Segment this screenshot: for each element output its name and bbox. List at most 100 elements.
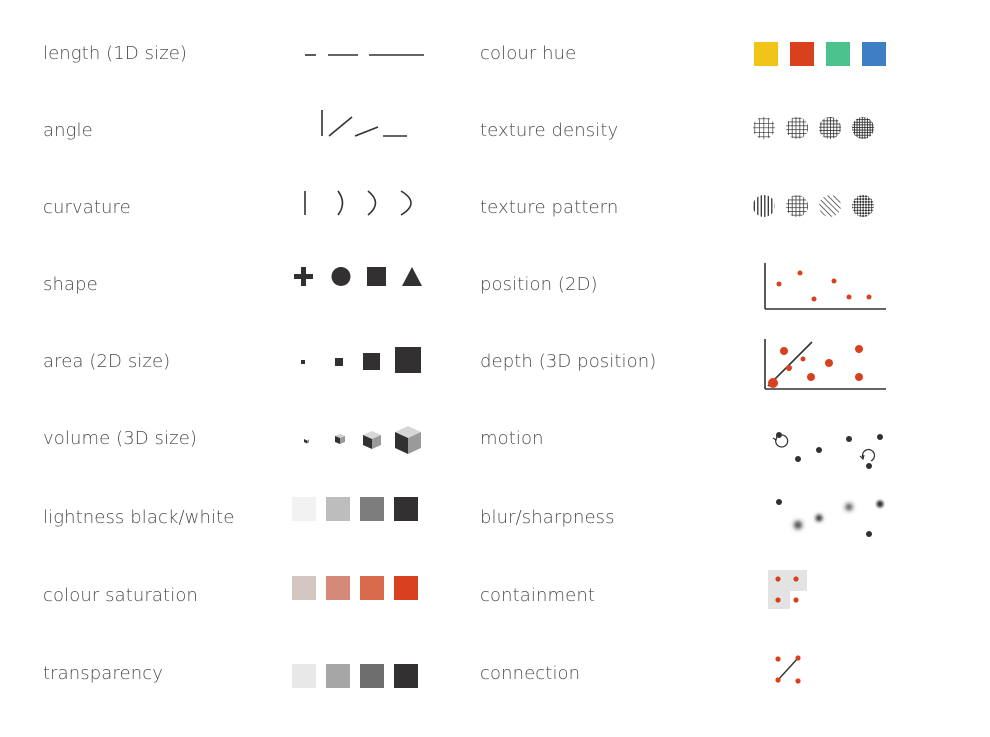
square-shape <box>367 267 386 286</box>
texture-density-circle-2 <box>786 117 808 139</box>
lightness-square-4 <box>394 497 418 521</box>
connection-line <box>777 657 799 681</box>
position-dot <box>811 296 817 302</box>
texture-density-circle-4 <box>852 117 874 139</box>
hue-square-red <box>790 42 814 66</box>
curve-slight <box>337 190 344 216</box>
depth-dot <box>786 365 792 371</box>
motion-dots-icon <box>772 432 883 469</box>
depth-3d-plot-icon <box>764 339 886 390</box>
motion-rotate-arrow-icon <box>775 434 789 448</box>
texture-pattern-grid <box>786 195 808 217</box>
containment-region <box>768 570 807 609</box>
motion-dot <box>795 456 801 462</box>
depth-dot <box>855 345 863 353</box>
hue-squares-icon <box>754 42 886 66</box>
texture-density-circle-3 <box>819 117 841 139</box>
area-square-s <box>335 358 343 366</box>
saturation-squares-icon <box>292 576 418 600</box>
containment-dot <box>793 576 799 582</box>
texture-pattern-diagonal <box>819 195 841 217</box>
connection-dot <box>795 655 801 661</box>
blur-dot-blurred <box>876 500 884 508</box>
connection-dot <box>795 678 801 684</box>
position-dot <box>776 281 782 287</box>
label-containment: containment <box>480 585 595 606</box>
position-dot <box>866 294 872 300</box>
length-lines-icon <box>305 54 424 56</box>
texture-pattern-checker <box>852 195 874 217</box>
angle-lines-icon <box>321 110 407 137</box>
label-volume: volume (3D size) <box>43 428 197 449</box>
label-length: length (1D size) <box>43 43 188 64</box>
shape-symbols-icon <box>294 267 422 286</box>
motion-dot <box>776 432 782 438</box>
transparency-square-1 <box>292 664 316 688</box>
lightness-square-1 <box>292 497 316 521</box>
circle-shape <box>331 267 351 286</box>
position-2d-plot-icon <box>764 263 886 310</box>
motion-dot <box>866 463 872 469</box>
transparency-square-4 <box>394 664 418 688</box>
area-square-l <box>395 347 421 373</box>
depth-dot <box>855 373 863 381</box>
plus-shape <box>294 267 313 286</box>
position-dot <box>846 294 852 300</box>
angle-line-steep <box>328 116 353 137</box>
blur-dot-blurred <box>794 521 802 529</box>
position-dot <box>797 270 803 276</box>
blur-dot-sharp <box>776 499 782 505</box>
curve-strong <box>400 190 412 216</box>
label-curvature: curvature <box>43 197 131 218</box>
texture-density-circle-1 <box>753 117 775 139</box>
position-dot <box>831 278 837 284</box>
area-square-m <box>363 353 380 370</box>
connection-dots-icon <box>775 655 801 684</box>
area-squares-icon <box>301 347 421 373</box>
depth-dot <box>800 356 806 362</box>
saturation-square-1 <box>292 576 316 600</box>
connection-dot <box>775 656 781 662</box>
containment-box-icon <box>768 570 807 609</box>
curvature-arcs-icon <box>304 190 412 216</box>
label-connection: connection <box>480 663 581 684</box>
connection-dot <box>775 677 781 683</box>
angle-line-shallow <box>354 126 379 137</box>
curve-medium <box>367 190 377 216</box>
transparency-square-3 <box>360 664 384 688</box>
containment-dot <box>775 597 781 603</box>
label-transparency: transparency <box>43 663 163 684</box>
saturation-square-4 <box>394 576 418 600</box>
depth-dot <box>768 378 778 388</box>
motion-rotate-arrow-icon <box>861 448 876 462</box>
blur-dot-blurred <box>815 514 823 522</box>
hue-square-green <box>826 42 850 66</box>
label-texture-pattern: texture pattern <box>480 197 619 218</box>
saturation-square-3 <box>360 576 384 600</box>
label-angle: angle <box>43 120 93 141</box>
transparency-square-2 <box>326 664 350 688</box>
blur-dots-icon <box>776 499 884 537</box>
motion-arrowhead-2 <box>859 454 865 461</box>
texture-pattern-circles-icon <box>753 195 874 217</box>
texture-density-circles-icon <box>753 117 874 139</box>
transparency-squares-icon <box>292 664 418 688</box>
label-texture-density: texture density <box>480 120 619 141</box>
label-blur-sharpness: blur/sharpness <box>480 507 615 528</box>
containment-dot <box>775 576 781 582</box>
motion-dot <box>877 434 883 440</box>
triangle-shape <box>402 267 422 286</box>
hue-square-blue <box>862 42 886 66</box>
label-shape: shape <box>43 274 98 295</box>
motion-arrowhead-1 <box>772 435 778 441</box>
label-colour-hue: colour hue <box>480 43 577 64</box>
area-square-xs <box>301 360 305 364</box>
label-area: area (2D size) <box>43 351 171 372</box>
label-lightness: lightness black/white <box>43 507 235 528</box>
label-position-2d: position (2D) <box>480 274 598 295</box>
texture-pattern-vertical <box>753 195 775 217</box>
volume-cube-l <box>395 426 421 454</box>
volume-cube-xs <box>304 439 309 444</box>
lightness-squares-icon <box>292 497 418 521</box>
label-depth-3d: depth (3D position) <box>480 351 657 372</box>
